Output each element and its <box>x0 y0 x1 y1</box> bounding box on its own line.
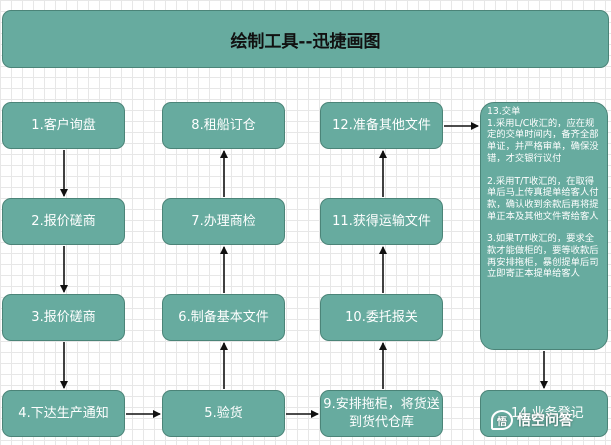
note-item-tt-full: 3.如果T/T收汇的，要求全款才能做柜的，要等收款后再安排拖柜，暴创提单后司立即… <box>487 233 599 280</box>
watermark-text: 悟空问答 <box>517 413 573 429</box>
step-8-book-shipping: 8.租船订仓 <box>162 102 285 149</box>
step-9-arrange-trucking: 9.安排拖柜，将货送到货代仓库 <box>320 390 443 437</box>
step-4-production-notice: 4.下达生产通知 <box>2 390 125 437</box>
step-1-customer-inquiry: 1.客户询盘 <box>2 102 125 149</box>
step-2-price-negotiation: 2.报价磋商 <box>2 198 125 245</box>
step-11-transport-documents: 11.获得运输文件 <box>320 198 443 245</box>
step-13-document-submission: 13.交单 1.采用L/C收汇的，应在规定的交单时间内，备齐全部单证，并严格审单… <box>480 102 608 350</box>
step-10-customs-declaration: 10.委托报关 <box>320 294 443 341</box>
step-6-prepare-documents: 6.制备基本文件 <box>162 294 285 341</box>
diagram-title: 绘制工具--迅捷画图 <box>2 10 609 68</box>
note-heading: 13.交单 <box>487 106 521 117</box>
step-7-commodity-inspection: 7.办理商检 <box>162 198 285 245</box>
note-item-lc: 1.采用L/C收汇的，应在规定的交单时间内，备齐全部单证，并严格审单，确保没错，… <box>487 117 599 164</box>
step-3-price-negotiation: 3.报价磋商 <box>2 294 125 341</box>
wukong-logo-icon: 悟 <box>491 410 513 430</box>
step-5-inspection: 5.验货 <box>162 390 285 437</box>
note-item-tt: 2.采用T/T收汇的，在取得单后马上传真提单给客人付款，确认收到余款后再将提单正… <box>487 175 599 222</box>
step-12-other-documents: 12.准备其他文件 <box>320 102 443 149</box>
watermark-logo: 悟 悟空问答 <box>491 405 607 435</box>
